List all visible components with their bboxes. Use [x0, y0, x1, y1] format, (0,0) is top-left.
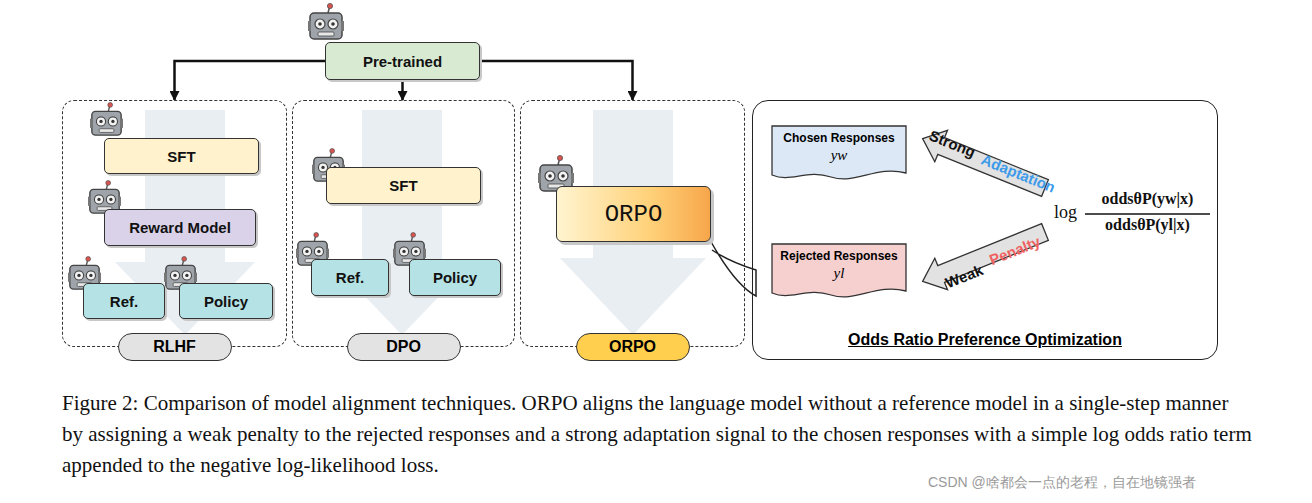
response-symbol: yl [834, 265, 845, 282]
method-box: ORPO [556, 186, 711, 242]
figure-caption: Figure 2: Comparison of model alignment … [62, 388, 1252, 481]
flow-arrow [175, 61, 326, 100]
node-text: SFT [389, 177, 417, 194]
model-box: Policy [179, 283, 273, 319]
method-panel: ORPOORPO [520, 100, 745, 347]
node-text: Policy [433, 269, 477, 286]
method-name: ORPO [605, 201, 663, 228]
panel-title: Odds Ratio Preference Optimization [848, 331, 1122, 349]
formula-text: oddsθP(yl|x) [1085, 216, 1210, 234]
stage-box: SFT [104, 138, 259, 174]
watermark: CSDN @啥都会一点的老程，自在地镜强者 [928, 474, 1196, 492]
node-text: Pre-trained [363, 53, 442, 70]
flow-arrow [480, 61, 633, 100]
model-box: Ref. [83, 283, 165, 319]
flow-arrow [401, 80, 404, 100]
method-label: RLHF [118, 333, 232, 361]
node-text: Chosen Responses [783, 131, 894, 145]
stage-box: SFT [326, 167, 481, 204]
formula-text: log [1054, 202, 1077, 223]
method-panel: DPOSFTRef.Policy [292, 100, 515, 347]
formula-text: oddsθP(yw|x) [1085, 190, 1210, 208]
node-text: Reward Model [129, 219, 231, 236]
method-label: ORPO [576, 333, 690, 361]
model-box: Pre-trained [325, 42, 480, 80]
model-box: Policy [409, 259, 501, 296]
document-box: Rejected Responses yl [771, 243, 907, 299]
node-text: Policy [204, 293, 248, 310]
method-label: DPO [347, 333, 461, 361]
node-text: Ref. [110, 293, 138, 310]
stage-box: Reward Model [104, 209, 256, 246]
node-text: Ref. [336, 269, 364, 286]
method-panel: RLHFSFTReward ModelRef.Policy [62, 100, 287, 347]
document-box: Chosen Responses yw [771, 125, 907, 181]
node-text: Rejected Responses [780, 249, 897, 263]
response-symbol: yw [831, 147, 848, 164]
model-box: Ref. [311, 259, 389, 296]
node-text: SFT [167, 148, 195, 165]
